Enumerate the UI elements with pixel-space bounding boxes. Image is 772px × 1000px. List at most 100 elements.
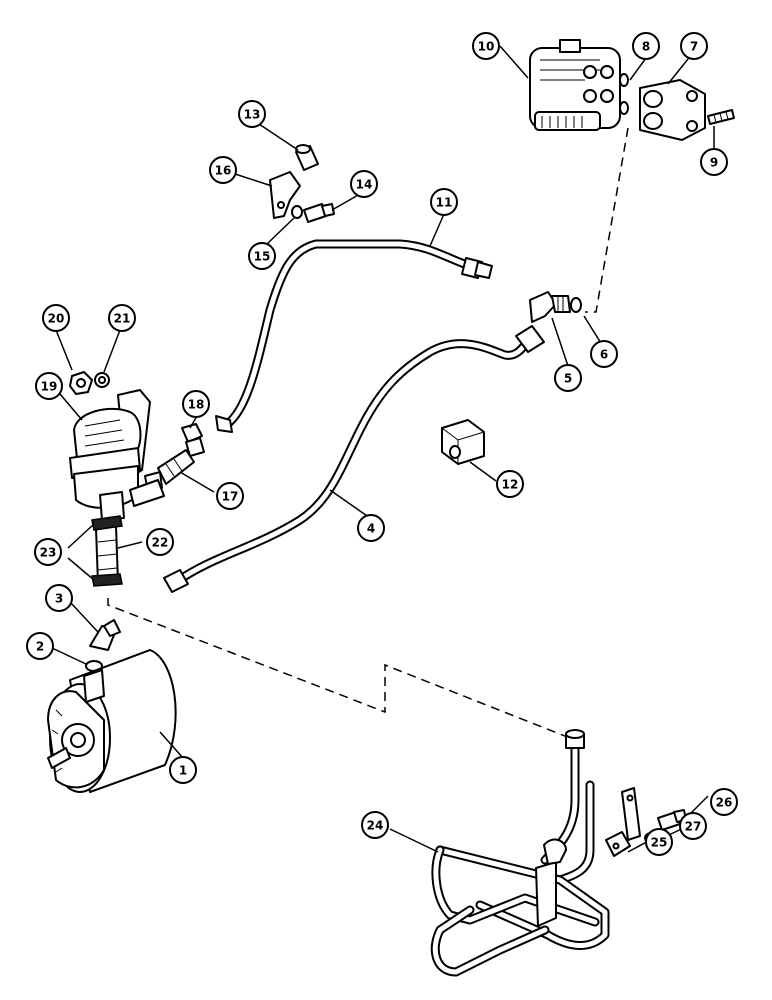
callout-7: 7 (680, 32, 708, 60)
callout-number: 16 (215, 164, 232, 178)
bracket-part-25 (605, 787, 641, 857)
callout-circle (590, 340, 618, 368)
elbow-fitting-part-5 (529, 291, 571, 323)
callout-2: 2 (26, 632, 54, 660)
callout-number: 12 (502, 478, 519, 492)
callout-8: 8 (632, 32, 660, 60)
callout-circle (26, 632, 54, 660)
callout-circle (554, 364, 582, 392)
callout-number: 8 (642, 40, 650, 54)
callout-number: 22 (152, 536, 169, 550)
callout-26: 26 (710, 788, 738, 816)
callout-number: 1 (179, 764, 187, 778)
callout-22: 22 (146, 528, 174, 556)
callout-number: 6 (600, 348, 608, 362)
callout-circle (357, 514, 385, 542)
callout-circle (679, 812, 707, 840)
callout-number: 13 (244, 108, 261, 122)
clip-part-16 (269, 171, 301, 219)
callout-circle (700, 148, 728, 176)
callout-number: 17 (222, 490, 239, 504)
callout-number: 25 (651, 836, 668, 850)
callout-number: 20 (48, 312, 65, 326)
callout-circle (108, 304, 136, 332)
callout-9: 9 (700, 148, 728, 176)
callout-12: 12 (496, 470, 524, 498)
callout-number: 15 (254, 250, 271, 264)
callout-circle (496, 470, 524, 498)
callout-18: 18 (182, 390, 210, 418)
dashed-connection-pump-to-cooler (107, 598, 576, 741)
callout-circle (710, 788, 738, 816)
callout-16: 16 (209, 156, 237, 184)
callout-circle (632, 32, 660, 60)
callout-number: 26 (716, 796, 733, 810)
callout-circle (238, 100, 266, 128)
bolt-part-9 (707, 109, 735, 125)
callout-20: 20 (42, 304, 70, 332)
callout-circle (350, 170, 378, 198)
sleeve-part-13 (295, 144, 319, 171)
callout-17: 17 (216, 482, 244, 510)
callout-number: 19 (41, 380, 58, 394)
callout-circle (361, 811, 389, 839)
callout-11: 11 (430, 188, 458, 216)
callout-number: 27 (685, 820, 702, 834)
nut-part-20 (69, 371, 93, 395)
callout-number: 2 (36, 640, 44, 654)
callout-number: 10 (478, 40, 495, 54)
oil-cooler-part-24 (430, 729, 610, 977)
washer-part-21 (94, 372, 110, 388)
callout-number: 4 (367, 522, 375, 536)
o-ring-part-6 (570, 297, 582, 313)
callout-number: 14 (356, 178, 373, 192)
fitting-part-3 (89, 619, 121, 651)
block-part-12 (441, 419, 485, 465)
washer-part-15 (291, 205, 303, 219)
reservoir-part-19 (69, 389, 151, 521)
callout-circle (45, 584, 73, 612)
steering-valve-part-10 (529, 39, 621, 131)
callout-15: 15 (248, 242, 276, 270)
callout-25: 25 (645, 828, 673, 856)
dashed-connection-steering-to-elbow (585, 127, 629, 313)
callout-circle (472, 32, 500, 60)
callout-10: 10 (472, 32, 500, 60)
callout-circle (169, 756, 197, 784)
callout-24: 24 (361, 811, 389, 839)
callout-23: 23 (34, 538, 62, 566)
callout-number: 5 (564, 372, 572, 386)
callout-number: 24 (367, 819, 384, 833)
callout-14: 14 (350, 170, 378, 198)
callout-5: 5 (554, 364, 582, 392)
callout-circle (209, 156, 237, 184)
callout-circle (42, 304, 70, 332)
callout-circle (146, 528, 174, 556)
callout-1: 1 (169, 756, 197, 784)
callout-circle (34, 538, 62, 566)
manifold-block-part-7 (639, 79, 706, 141)
callout-circle (645, 828, 673, 856)
callout-circle (216, 482, 244, 510)
callout-21: 21 (108, 304, 136, 332)
callout-number: 9 (710, 156, 718, 170)
callout-number: 23 (40, 546, 57, 560)
callout-circle (35, 372, 63, 400)
pipe-part-4 (163, 325, 545, 593)
callout-6: 6 (590, 340, 618, 368)
callout-number: 3 (55, 592, 63, 606)
pipe-part-11 (215, 239, 493, 433)
callout-13: 13 (238, 100, 266, 128)
o-rings-part-8 (619, 73, 629, 115)
hose-part-17 (129, 437, 205, 507)
callout-circle (680, 32, 708, 60)
callout-19: 19 (35, 372, 63, 400)
callout-number: 11 (436, 196, 453, 210)
bolt-part-14 (303, 203, 335, 223)
callout-3: 3 (45, 584, 73, 612)
callout-number: 18 (188, 398, 205, 412)
callout-number: 7 (690, 40, 698, 54)
